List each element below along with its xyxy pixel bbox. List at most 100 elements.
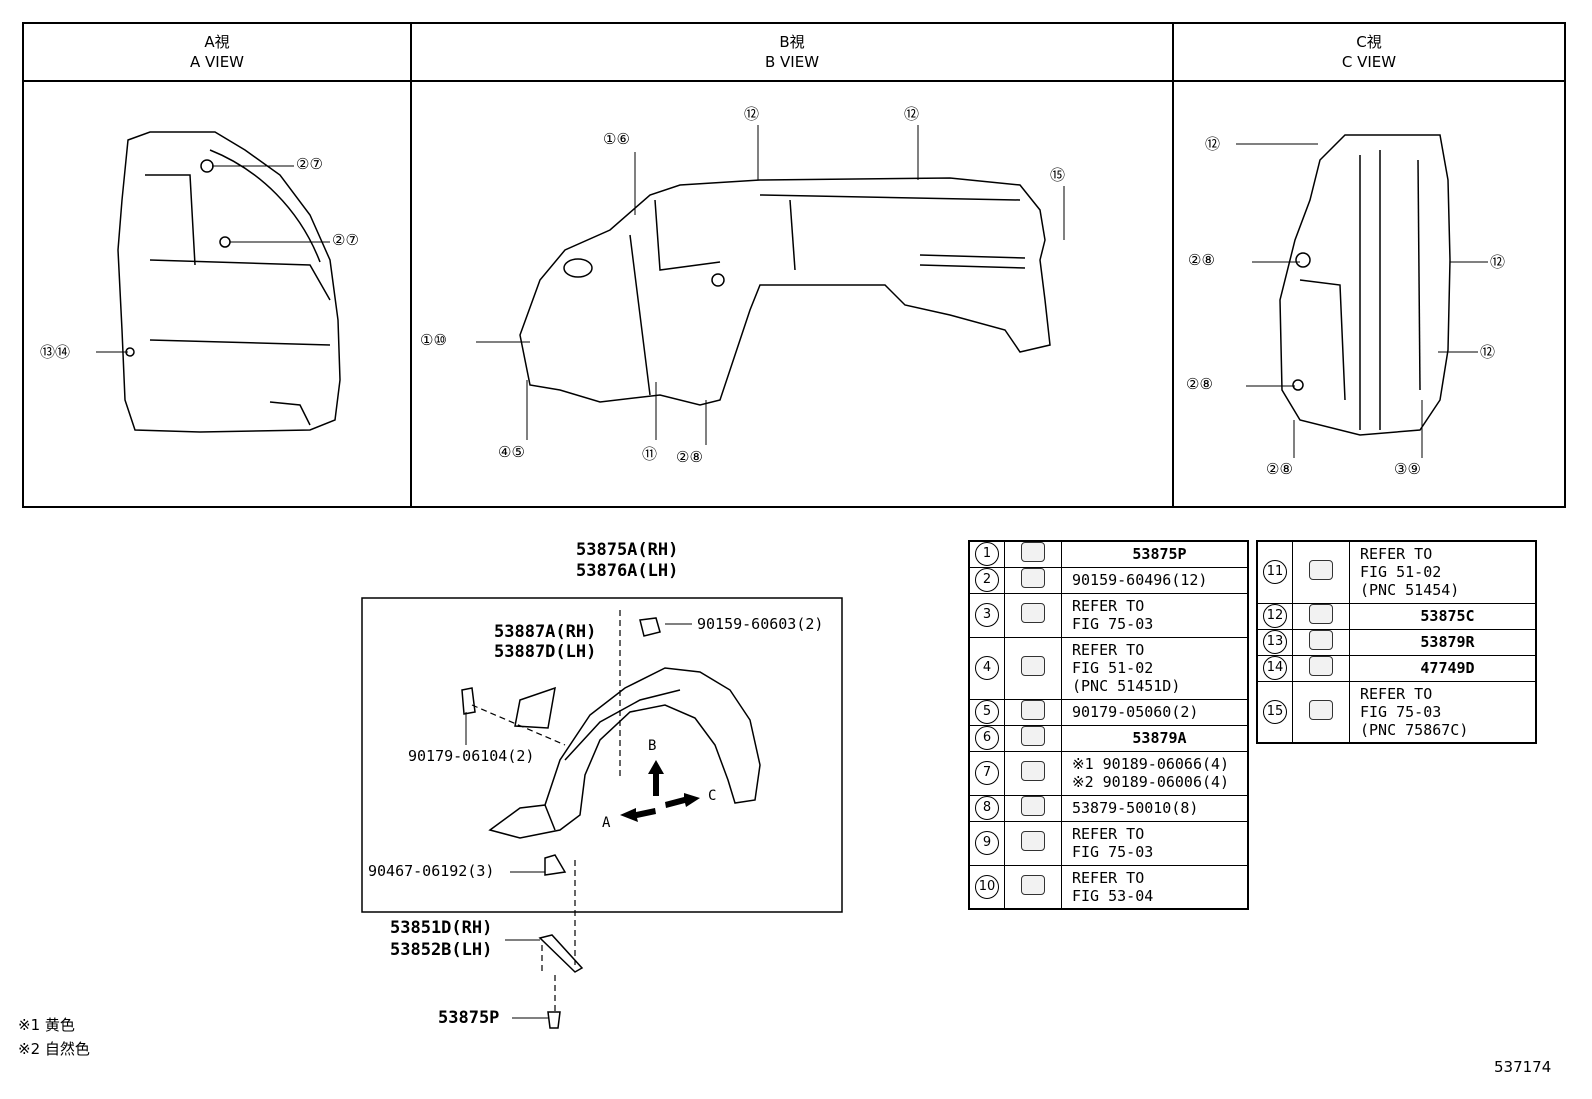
clip-left-label: 90179-06104(2) (408, 747, 535, 765)
part-description-line: REFER TO (1072, 868, 1145, 887)
screw-icon (1021, 656, 1045, 676)
part-description-line: REFER TO (1072, 641, 1145, 659)
part-icon-cell (1004, 864, 1062, 910)
clip-nut-icon (1021, 700, 1045, 720)
grommet-icon (1021, 796, 1045, 816)
b-view-header: B視 B VIEW (412, 24, 1172, 82)
b-view-title-jp: B視 (779, 33, 805, 51)
b-view-title-en: B VIEW (764, 53, 820, 71)
part-number-cell: 9 (968, 820, 1005, 866)
part-description-line: FIG 51-02 (1360, 563, 1442, 582)
guard-rh-label: 53851D(RH) (390, 918, 493, 938)
part-number-cell: 4 (968, 636, 1005, 700)
part-number: 14 (1263, 656, 1287, 680)
part-number-cell: 7 (968, 750, 1005, 796)
c-callout-3-9: ③⑨ (1394, 460, 1421, 478)
part-icon-cell (1292, 628, 1350, 656)
part-number: 13 (1263, 630, 1287, 654)
main-part-lh-label: 53876A(LH) (576, 561, 679, 581)
part-number: 8 (975, 796, 999, 820)
part-icon-cell (1004, 794, 1062, 822)
part-description-line: REFER TO (1360, 684, 1433, 703)
c-view-liner-drawing (1279, 134, 1451, 436)
bolt-top-label: 90159-60603(2) (697, 615, 824, 633)
b-callout-1-10: ①⑩ (420, 331, 447, 349)
guard-lh-label: 53852B(LH) (390, 940, 493, 960)
a-view-title-en: A VIEW (189, 53, 245, 71)
part-description-line: (PNC 51454) (1360, 581, 1460, 600)
c-view-title-jp: C視 (1356, 33, 1382, 51)
part-description-line: ※1 90189-06066(4) (1072, 755, 1230, 773)
part-description-cell: 53879-50010(8) (1061, 794, 1249, 822)
part-number-cell: 12 (1256, 602, 1293, 630)
b-callout-15: ⑮ (1050, 166, 1066, 184)
a-callout-13-14: ⑬⑭ (40, 343, 71, 361)
part-icon-cell (1292, 680, 1350, 744)
part-number: 4 (975, 656, 999, 680)
part-description-line: 53875C (1420, 607, 1475, 625)
part-description-line: REFER TO (1360, 545, 1433, 564)
clip-bottom-label: 90467-06192(3) (368, 862, 495, 880)
part-number-cell: 15 (1256, 680, 1293, 744)
bolt-icon (1021, 568, 1045, 588)
part-description-cell: 53875P (1061, 540, 1249, 568)
part-description-cell: 53879R (1349, 628, 1537, 656)
part-description-line: (PNC 75867C) (1360, 720, 1469, 739)
part-number-cell: 8 (968, 794, 1005, 822)
c-callout-2-8-bottom: ②⑧ (1266, 460, 1293, 478)
a-callout-2-7-top: ②⑦ (296, 155, 323, 173)
part-number: 15 (1263, 699, 1287, 724)
push-clip-icon (1309, 560, 1333, 581)
part-description-cell: 53875C (1349, 602, 1537, 630)
part-number-cell: 10 (968, 864, 1005, 910)
clip-icon (1021, 726, 1045, 746)
part-description-line: FIG 75-03 (1360, 702, 1442, 721)
part-description-line: 53879R (1420, 633, 1475, 651)
parts-row: 13 53879R (1256, 628, 1537, 656)
assembly-frame (361, 597, 843, 913)
part-number-cell: 3 (968, 592, 1005, 638)
grommet-icon (1021, 831, 1045, 851)
part-icon-cell (1004, 750, 1062, 796)
a-view-title-jp: A視 (204, 33, 230, 51)
note-1: ※1 黄色 (18, 1016, 75, 1034)
part-icon-cell (1292, 540, 1350, 604)
part-number: 5 (975, 700, 999, 724)
screw-icon (1021, 603, 1045, 623)
part-number: 2 (975, 568, 999, 592)
part-number-cell: 14 (1256, 654, 1293, 682)
c-callout-2-8-mid: ②⑧ (1186, 375, 1213, 393)
part-icon-cell (1004, 566, 1062, 594)
b-callout-4-5: ④⑤ (498, 443, 525, 461)
part-number-cell: 6 (968, 724, 1005, 752)
c-callout-12-right-top: ⑫ (1490, 253, 1506, 271)
parts-row: 12 53875C (1256, 602, 1537, 630)
arrow-b-label: B (648, 738, 657, 754)
part-description-line: (PNC 51451D) (1072, 677, 1181, 695)
b-callout-12-right: ⑫ (904, 105, 920, 123)
part-number-cell: 2 (968, 566, 1005, 594)
b-callout-2-8: ②⑧ (676, 448, 703, 466)
bolt-icon (1021, 542, 1045, 563)
note-2: ※2 自然色 (18, 1040, 90, 1058)
a-view-liner-drawing (117, 131, 341, 433)
parts-row: 7※1 90189-06066(4)※2 90189-06006(4) (968, 750, 1249, 796)
b-callout-12-left: ⑫ (744, 105, 760, 123)
b-view-liner-drawing (519, 177, 1051, 406)
view-divider (1172, 24, 1174, 506)
part-description-line: 90179-05060(2) (1072, 703, 1199, 721)
arrow-a-label: A (602, 815, 611, 831)
arrow-c-label: C (708, 788, 717, 804)
c-view-header: C視 C VIEW (1174, 24, 1564, 82)
part-icon-cell (1004, 820, 1062, 866)
part-description-line: 90159-60496(12) (1072, 571, 1208, 589)
